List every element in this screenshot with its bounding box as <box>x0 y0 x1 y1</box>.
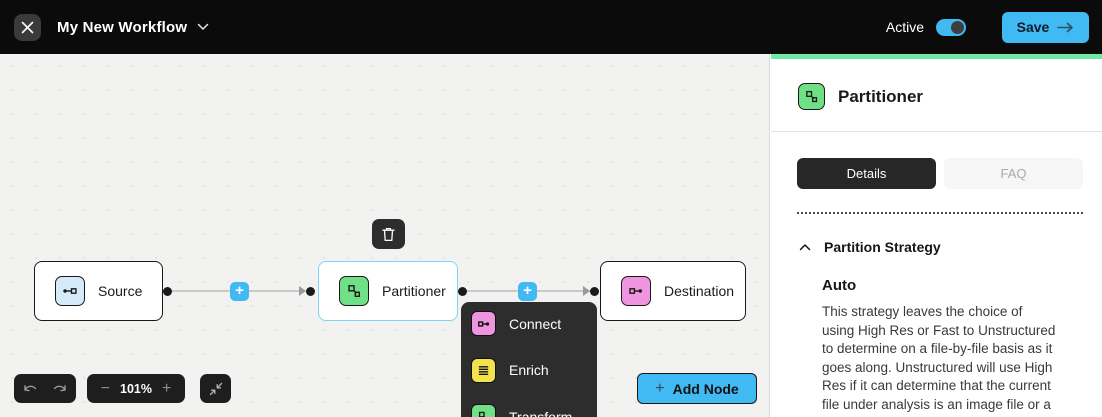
history-controls <box>14 374 76 403</box>
add-node-button[interactable]: + Add Node <box>637 373 757 404</box>
zoom-out-button[interactable]: − <box>100 379 110 397</box>
redo-button[interactable] <box>51 382 67 395</box>
insert-node-button-2[interactable]: + <box>518 282 537 301</box>
divider <box>797 212 1083 214</box>
node-partitioner[interactable]: Partitioner <box>318 261 458 321</box>
edge-endpoint-dot <box>590 287 599 296</box>
panel-title: Partitioner <box>838 86 924 106</box>
workflow-title-dropdown[interactable] <box>197 23 209 31</box>
node-label: Partitioner <box>382 283 446 299</box>
tab-details[interactable]: Details <box>797 158 936 189</box>
partitioner-icon <box>339 276 369 306</box>
strategy-name: Auto <box>822 277 857 294</box>
section-title: Partition Strategy <box>824 239 941 255</box>
edge-endpoint-dot <box>163 287 172 296</box>
menu-item-enrich[interactable]: Enrich <box>471 357 587 383</box>
insert-node-button-1[interactable]: + <box>230 282 249 301</box>
chevron-down-icon <box>198 23 209 30</box>
edge-endpoint-dot <box>458 287 467 296</box>
menu-item-connect[interactable]: Connect <box>471 311 587 336</box>
close-button[interactable] <box>14 13 41 41</box>
zoom-level: 101% <box>120 381 152 396</box>
enrich-icon <box>471 357 496 383</box>
panel-accent-bar <box>771 54 1102 59</box>
destination-icon <box>621 276 651 306</box>
partitioner-icon <box>798 83 825 110</box>
workflow-canvas[interactable]: + + Source <box>0 54 770 417</box>
fit-view-button[interactable] <box>200 374 231 403</box>
connect-icon <box>471 311 496 336</box>
tab-faq[interactable]: FAQ <box>944 158 1083 189</box>
zoom-in-button[interactable]: + <box>161 379 172 397</box>
panel-tabs: Details FAQ <box>797 158 1083 189</box>
trash-icon <box>382 227 395 241</box>
collapse-icon <box>209 382 222 395</box>
top-bar: My New Workflow Active Save <box>0 0 1102 54</box>
node-label: Destination <box>664 283 735 299</box>
delete-node-button[interactable] <box>372 219 405 249</box>
node-details-panel: Partitioner Details FAQ Partition Strate… <box>771 54 1102 417</box>
edge-arrowhead-icon <box>583 286 590 296</box>
undo-icon <box>24 385 37 392</box>
workflow-title: My New Workflow <box>57 18 188 36</box>
active-label: Active <box>885 19 924 35</box>
node-source[interactable]: Source <box>34 261 163 321</box>
save-button[interactable]: Save <box>1002 11 1089 43</box>
edge-arrowhead-icon <box>299 286 306 296</box>
chevron-up-icon <box>799 244 811 251</box>
toggle-knob <box>951 20 964 34</box>
node-label: Source <box>98 283 143 299</box>
edge-endpoint-dot <box>306 287 315 296</box>
partition-strategy-section-header[interactable]: Partition Strategy <box>799 239 1102 255</box>
panel-header: Partitioner <box>771 59 1102 132</box>
zoom-controls: − 101% + <box>87 374 185 403</box>
undo-button[interactable] <box>23 382 39 395</box>
redo-icon <box>53 385 66 392</box>
plus-icon: + <box>655 379 665 397</box>
source-icon <box>55 276 85 306</box>
active-toggle[interactable] <box>936 18 966 36</box>
add-node-menu: Connect Enrich Transform <box>461 302 597 417</box>
menu-item-transform[interactable]: Transform <box>471 404 587 417</box>
close-icon <box>21 21 34 33</box>
strategy-description: This strategy leaves the choice of using… <box>822 304 1056 417</box>
transform-icon <box>471 404 496 417</box>
arrow-right-icon <box>1057 22 1074 32</box>
node-destination[interactable]: Destination <box>600 261 746 321</box>
